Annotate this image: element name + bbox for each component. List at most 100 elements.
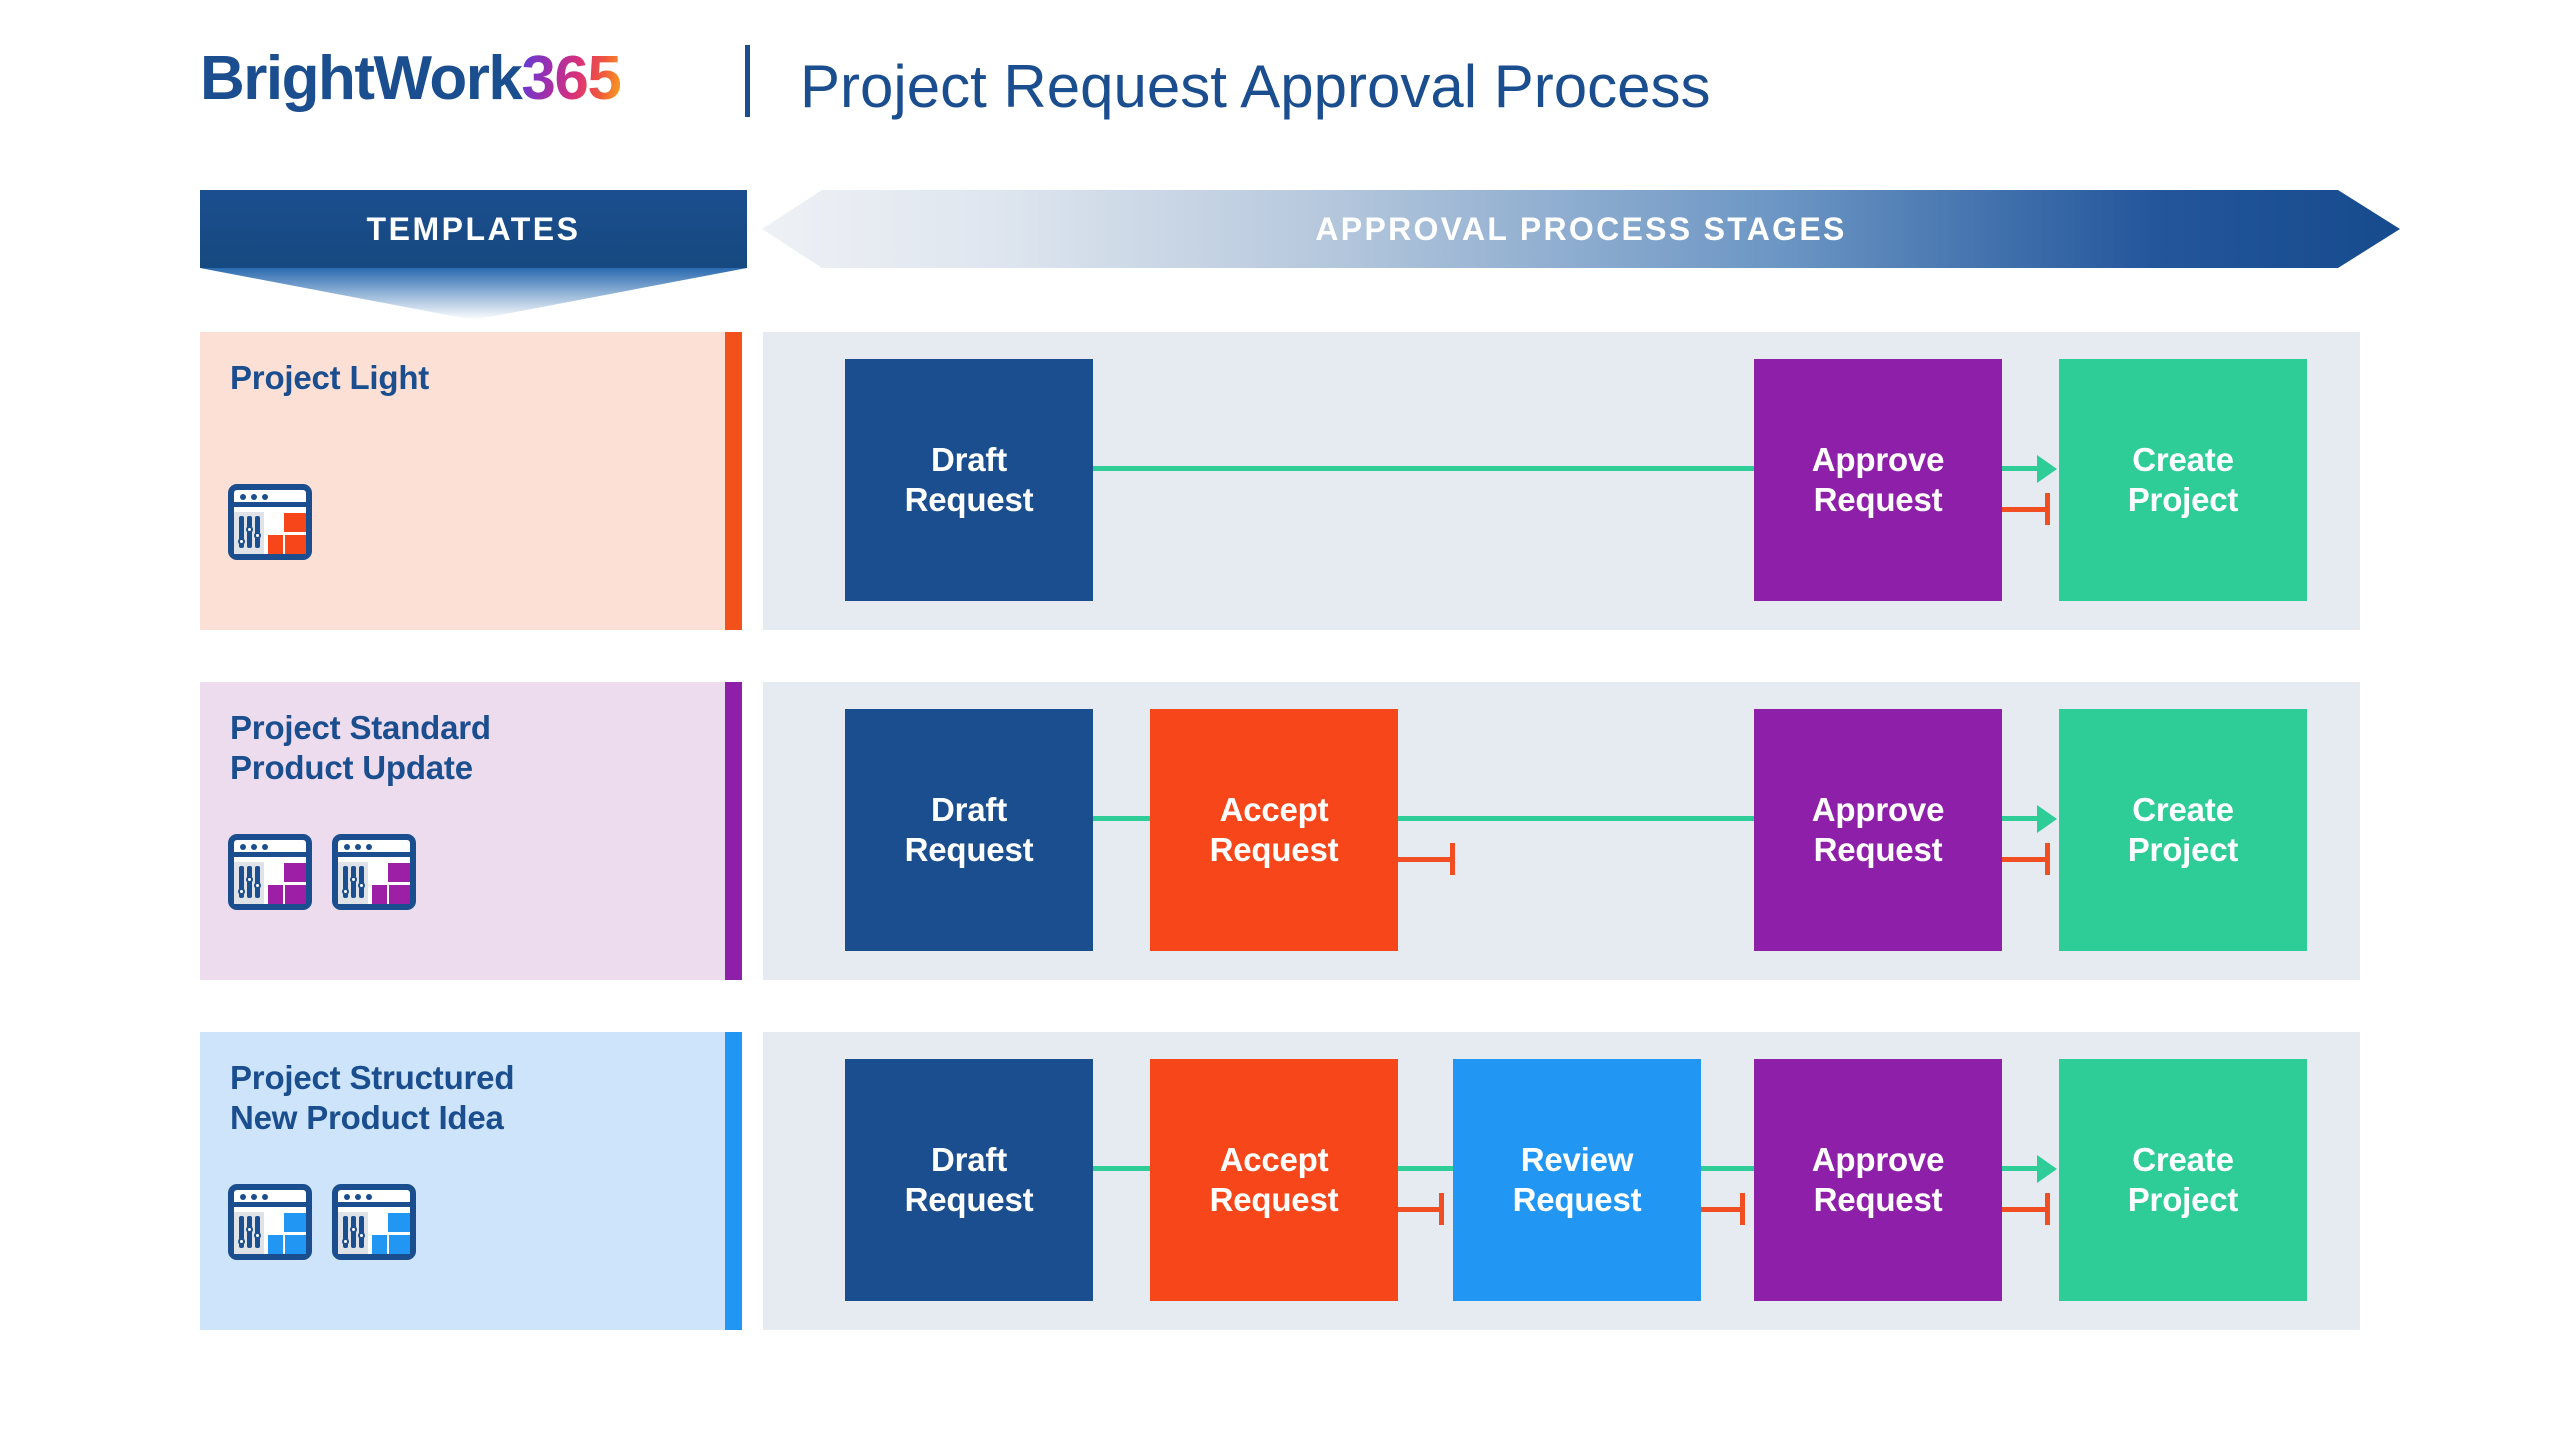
- templates-banner-label: TEMPLATES: [366, 210, 581, 247]
- template-icon-group: [228, 834, 416, 910]
- reject-connector-line: [2002, 507, 2045, 512]
- icon-slider-knob: [350, 876, 357, 883]
- icon-tile: [285, 1235, 306, 1254]
- icon-sliders-panel: [234, 862, 264, 904]
- template-dashboard-icon: [332, 1184, 416, 1260]
- icon-slider-track: [239, 516, 244, 548]
- icon-tile: [268, 1235, 283, 1254]
- icon-sliders-panel: [338, 862, 368, 904]
- icon-titlebar: [338, 840, 410, 857]
- approve-connector-line: [1093, 816, 1150, 821]
- icon-tile: [284, 863, 306, 882]
- approve-connector-arrowhead: [2037, 805, 2057, 833]
- icon-dot: [240, 1194, 246, 1200]
- icon-tile: [389, 1235, 410, 1254]
- templates-banner: TEMPLATES: [200, 190, 747, 320]
- icon-slider-knob: [342, 888, 349, 895]
- logo-brightwork-text: BrightWork: [200, 44, 523, 113]
- icon-dot: [344, 1194, 350, 1200]
- icon-tile: [389, 885, 410, 904]
- icon-slider-knob: [246, 876, 253, 883]
- reject-connector-terminator: [1740, 1193, 1745, 1225]
- icon-slider-knob: [254, 882, 261, 889]
- template-panel[interactable]: Project Light: [200, 332, 725, 630]
- approval-process-stages-banner: APPROVAL PROCESS STAGES: [762, 190, 2400, 268]
- icon-slider-knob: [358, 1232, 365, 1239]
- icon-tile: [284, 1213, 306, 1232]
- logo-365-text: 365: [521, 44, 621, 113]
- icon-dot: [251, 844, 257, 850]
- template-icon-group: [228, 484, 312, 560]
- icon-dot: [366, 844, 372, 850]
- icon-slider-knob: [238, 888, 245, 895]
- icon-dot: [251, 494, 257, 500]
- icon-tile: [372, 885, 387, 904]
- icon-tile: [268, 885, 283, 904]
- icon-slider-knob: [358, 882, 365, 889]
- template-name-line: Project Structured: [230, 1059, 515, 1096]
- template-icon-group: [228, 1184, 416, 1260]
- approve-connector-line: [1398, 1166, 1453, 1171]
- icon-dot: [262, 1194, 268, 1200]
- template-accent-bar: [725, 682, 742, 980]
- approve-connector-line: [2002, 816, 2037, 821]
- icon-slider-knob: [238, 538, 245, 545]
- icon-titlebar: [234, 490, 306, 507]
- reject-connector-line: [1398, 1207, 1439, 1212]
- approve-connector-line: [1701, 1166, 1754, 1171]
- icon-tile: [388, 1213, 410, 1232]
- approve-connector-line: [2002, 1166, 2037, 1171]
- icon-slider-track: [239, 866, 244, 898]
- approve-connector-line: [1093, 1166, 1150, 1171]
- icon-slider-track: [343, 866, 348, 898]
- reject-connector-terminator: [1439, 1193, 1444, 1225]
- approve-connector-arrowhead: [2037, 455, 2057, 483]
- template-name-line: Project Standard: [230, 709, 491, 746]
- template-accent-bar: [725, 332, 742, 630]
- icon-dot: [344, 844, 350, 850]
- icon-slider-knob: [342, 1238, 349, 1245]
- approve-connector-line: [1398, 816, 1754, 821]
- icon-titlebar: [338, 1190, 410, 1207]
- reject-connector-line: [2002, 857, 2045, 862]
- icon-slider-track: [239, 1216, 244, 1248]
- template-accent-bar: [725, 1032, 742, 1330]
- header-divider: [745, 45, 750, 117]
- approval-process-stages-label: APPROVAL PROCESS STAGES: [1315, 210, 1847, 247]
- template-name: Project Light: [230, 359, 430, 396]
- icon-titlebar: [234, 840, 306, 857]
- icon-sliders-panel: [234, 512, 264, 554]
- icon-dot: [355, 1194, 361, 1200]
- page-title: Project Request Approval Process: [800, 53, 1711, 120]
- templates-banner-body: [200, 190, 747, 268]
- icon-dot: [251, 1194, 257, 1200]
